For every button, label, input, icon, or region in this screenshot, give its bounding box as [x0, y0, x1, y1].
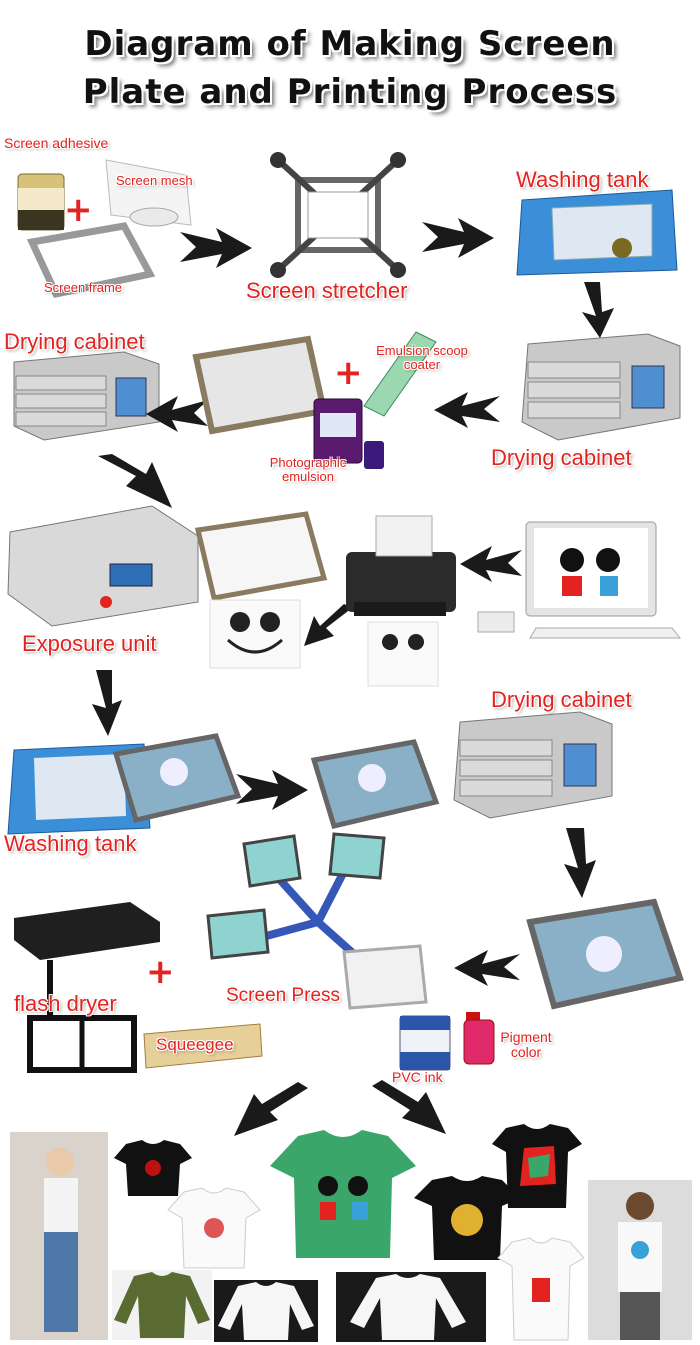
screen-press-machine	[206, 832, 428, 1010]
arrow-to-stretcher	[180, 228, 252, 268]
arrow-to-press	[454, 950, 520, 986]
label-emulsion-scoop-coater: Emulsion scoop coater	[376, 343, 468, 372]
model-photo-right	[588, 1180, 692, 1340]
arrow-down-2	[564, 828, 596, 898]
film-positive-printed	[367, 621, 439, 687]
washing-tank-bottom	[7, 743, 151, 835]
longsleeve-white-1	[214, 1280, 318, 1342]
longsleeve-green	[112, 1270, 212, 1340]
arrow-to-washing-tank	[422, 218, 494, 258]
arrow-down-to-washing	[92, 670, 122, 736]
screen-stretcher-machine	[270, 152, 406, 278]
label-screen-mesh: Screen mesh	[116, 173, 193, 188]
washed-screen	[310, 739, 440, 829]
exposed-screen-in-tank	[112, 733, 242, 823]
label-screen-adhesive: Screen adhesive	[4, 135, 109, 151]
washing-tank-top	[516, 189, 678, 276]
squeegee-tool	[143, 1023, 263, 1069]
tshirt-green-mickey	[270, 1130, 416, 1258]
tshirt-black-small	[114, 1140, 192, 1196]
screen-frame	[26, 222, 156, 299]
drying-cabinet-third	[453, 711, 613, 819]
label-pigment-color: Pigment color	[500, 1029, 552, 1060]
label-washing-tank-bottom: Washing tank	[4, 831, 137, 856]
film-positive-left	[209, 599, 301, 669]
screen-adhesive-can	[17, 173, 65, 231]
label-washing-tank-top: Washing tank	[516, 167, 649, 192]
label-squeegee: Squeegee	[156, 1035, 234, 1054]
label-drying-cabinet-right: Drying cabinet	[491, 445, 632, 470]
pvc-ink-can	[399, 1015, 451, 1071]
plus-sign-3: +	[146, 952, 175, 992]
computer-monitor	[477, 521, 682, 639]
arrow-to-products-left	[234, 1082, 308, 1136]
arrow-to-products-right	[372, 1080, 446, 1134]
arrow-to-film	[304, 604, 352, 646]
tshirt-black-pattern	[492, 1124, 582, 1208]
arrow-down-to-exposure	[98, 454, 172, 508]
arrow-to-printer	[460, 546, 522, 582]
tshirt-black-printed	[414, 1176, 520, 1260]
title-line-2: Plate and Printing Process	[82, 72, 618, 112]
drying-cabinet-left	[13, 351, 160, 441]
label-drying-cabinet-third: Drying cabinet	[491, 687, 632, 712]
drying-cabinet-right	[521, 333, 681, 441]
arrow-down-1	[582, 282, 614, 338]
arrow-to-washed-screen	[236, 770, 308, 810]
plus-sign-1: +	[64, 190, 93, 230]
pigment-color-bottle	[463, 1012, 495, 1065]
screen-frame-for-exposure	[194, 511, 328, 601]
photographic-emulsion-bottle	[313, 398, 384, 469]
inkjet-printer	[346, 515, 456, 616]
tshirt-white-cartoon	[167, 1187, 261, 1269]
emulsion-scoop-coater	[363, 331, 437, 417]
title-line-1: Diagram of Making Screen	[84, 24, 616, 64]
model-photo-left	[10, 1132, 108, 1340]
label-pvc-ink: PVC ink	[392, 1069, 443, 1085]
plus-sign-2: +	[334, 353, 363, 393]
label-screen-frame: Screen frame	[44, 280, 123, 295]
label-exposure-unit: Exposure unit	[22, 631, 157, 656]
coated-screen-frame	[192, 335, 328, 435]
label-flash-dryer: flash dryer	[14, 991, 117, 1016]
arrow-to-drying-left	[146, 396, 208, 432]
flash-dryer	[14, 902, 160, 1073]
label-photographic-emulsion: Photographic emulsion	[269, 455, 347, 484]
label-drying-cabinet-left: Drying cabinet	[4, 329, 145, 354]
arrow-to-coater	[434, 392, 500, 428]
longsleeve-white-2	[336, 1272, 486, 1342]
tshirt-white-robot	[497, 1237, 585, 1341]
label-screen-stretcher: Screen stretcher	[246, 278, 408, 303]
exposure-unit-machine	[7, 505, 199, 627]
label-screen-press: Screen Press	[226, 985, 341, 1006]
finished-screen-plate	[526, 898, 684, 1010]
screen-mesh-roll	[105, 159, 192, 227]
